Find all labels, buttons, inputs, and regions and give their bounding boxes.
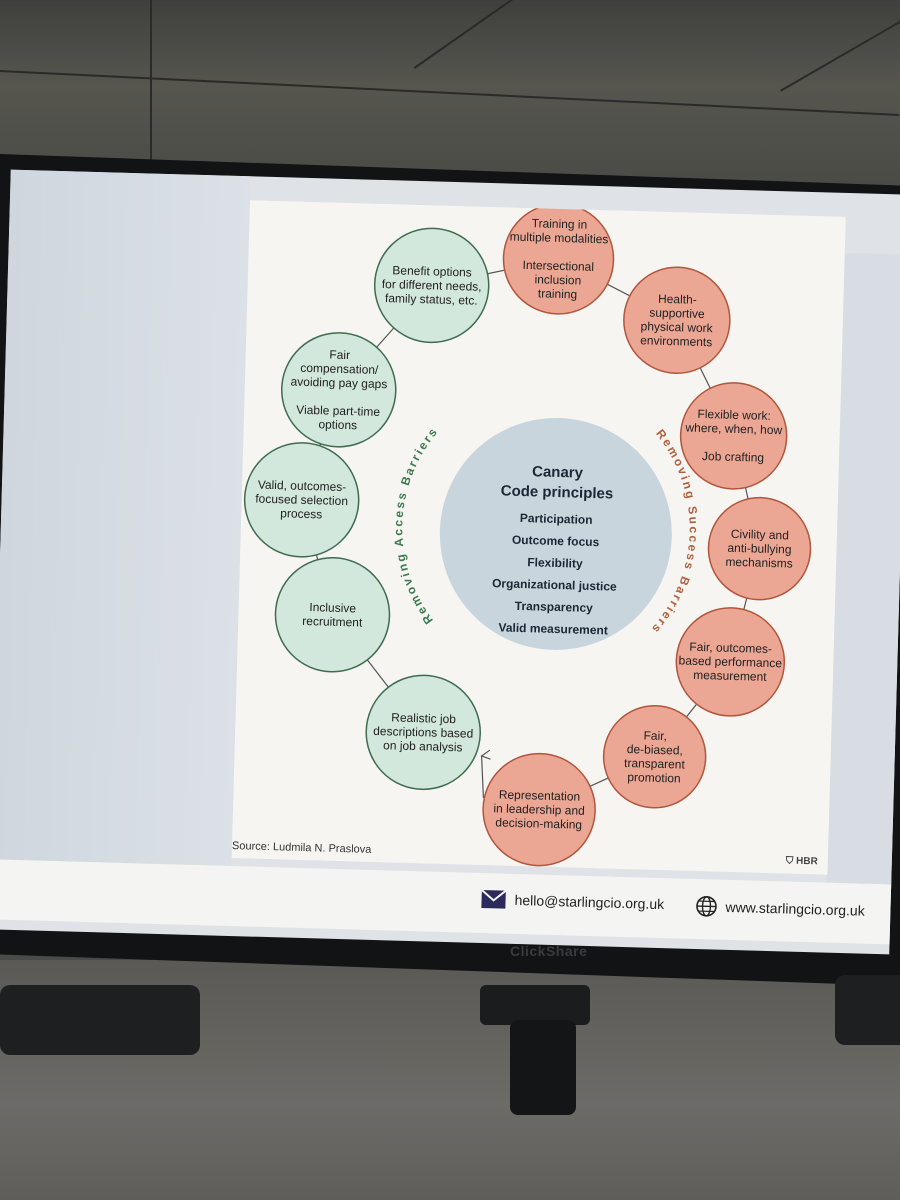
- center-principle: Outcome focus: [512, 533, 600, 549]
- green-bubble-text: focused selection: [255, 492, 348, 509]
- left-speaker: [0, 985, 200, 1055]
- orange-bubble-text: multiple modalities: [510, 230, 609, 247]
- clickshare-brand: ClickShare: [510, 943, 588, 959]
- display-screen: Canary Code principles Participation Out…: [0, 169, 900, 955]
- right-speaker: [835, 975, 900, 1045]
- orange-bubble-text: inclusion: [534, 272, 581, 287]
- green-bubble-text: process: [280, 506, 322, 521]
- green-bubble-text: options: [318, 417, 357, 432]
- green-bubble-text: for different needs,: [382, 277, 482, 294]
- green-bubble-text: recruitment: [302, 614, 363, 630]
- slide: Canary Code principles Participation Out…: [231, 200, 846, 875]
- orange-bubble-circle: [623, 266, 731, 374]
- orange-bubble-text: environments: [640, 333, 712, 349]
- hbr-logo: ⛉ HBR: [785, 855, 818, 868]
- orange-bubble-text: mechanisms: [725, 555, 793, 571]
- orange-bubble-text: training: [538, 286, 578, 301]
- center-principle: Valid measurement: [498, 620, 608, 637]
- orange-bubble-text: de-biased,: [627, 742, 683, 758]
- center-principle: Transparency: [515, 599, 594, 615]
- center-circle: [439, 417, 672, 650]
- orange-bubble-text: promotion: [627, 770, 681, 785]
- center-title-line-1: Canary: [532, 463, 584, 481]
- green-bubble-text: on job analysis: [383, 738, 463, 754]
- orange-bubble-text: supportive: [649, 305, 705, 321]
- green-bubble-circle: [274, 556, 391, 673]
- orange-bubble-text: Flexible work:: [697, 407, 771, 423]
- orange-bubble-text: where, when, how: [684, 420, 782, 437]
- orange-bubble-text: physical work: [640, 319, 713, 335]
- green-bubble-circle: [373, 227, 490, 344]
- green-bubble-circle: [243, 442, 360, 558]
- orange-bubble-text: anti-bullying: [727, 541, 791, 557]
- globe-icon: [696, 895, 717, 917]
- camera-mount: [510, 1020, 576, 1115]
- slide-left-margin: [0, 169, 251, 877]
- center-principle: Participation: [520, 511, 593, 527]
- green-bubble-text: descriptions based: [373, 724, 473, 741]
- green-bubble-circle: [281, 332, 397, 448]
- orange-bubble-text: Training in: [532, 216, 588, 232]
- green-bubble-circle: [365, 674, 481, 791]
- orange-bubble: Fair, outcomes-based performancemeasurem…: [675, 607, 786, 717]
- orange-bubble-text: Job crafting: [702, 449, 764, 465]
- orange-bubble-text: transparent: [624, 756, 686, 772]
- green-bubble-text: Benefit options: [392, 263, 472, 279]
- orange-bubble-circle: [707, 496, 812, 601]
- left-arc-label: Removing Access Barriers: [388, 423, 441, 627]
- green-bubble-text: Viable part-time: [296, 403, 381, 419]
- arrowhead: [480, 749, 491, 760]
- canary-code-diagram: Canary Code principles Participation Out…: [243, 203, 812, 867]
- green-bubble-text: Fair: [329, 348, 350, 363]
- green-bubble-text: avoiding pay gaps: [290, 374, 387, 391]
- orange-bubble-circle: [675, 607, 786, 717]
- orange-bubble-circle: [679, 382, 788, 490]
- orange-bubble-text: measurement: [693, 668, 767, 684]
- center-principle: Organizational justice: [492, 576, 617, 593]
- orange-bubble-circle: [602, 705, 707, 809]
- orange-bubble-text: Civility and: [731, 527, 789, 543]
- green-bubble-text: Inclusive: [309, 600, 356, 615]
- orange-bubble-text: based performance: [678, 653, 782, 670]
- website-text: www.starlingcio.org.uk: [725, 898, 865, 919]
- hbr-logo-text: HBR: [795, 855, 818, 868]
- orange-bubble-text: Representation: [499, 787, 581, 803]
- orange-bubble-text: decision-making: [495, 815, 582, 831]
- orange-bubble-text: Fair,: [643, 728, 667, 743]
- email-text: hello@starlingcio.org.uk: [514, 891, 665, 913]
- website-contact[interactable]: www.starlingcio.org.uk: [695, 895, 865, 922]
- center-title-line-2: Code principles: [501, 482, 614, 502]
- green-bubble-text: Realistic job: [391, 710, 456, 726]
- orange-bubble-text: in leadership and: [493, 801, 585, 818]
- green-bubble-text: compensation/: [300, 361, 379, 377]
- connector-arrow: [480, 755, 485, 799]
- email-contact[interactable]: hello@starlingcio.org.uk: [480, 889, 664, 914]
- conference-camera: [480, 985, 590, 1025]
- orange-bubble-text: Fair, outcomes-: [689, 640, 772, 656]
- center-principle: Flexibility: [527, 555, 583, 571]
- orange-bubble-circle: [482, 752, 596, 867]
- orange-bubble-text: Health-: [658, 292, 697, 307]
- green-bubble-text: family status, etc.: [385, 291, 478, 308]
- green-bubble-text: Valid, outcomes-: [258, 478, 347, 494]
- envelope-icon: [481, 889, 507, 909]
- orange-bubble-text: Intersectional: [522, 258, 594, 274]
